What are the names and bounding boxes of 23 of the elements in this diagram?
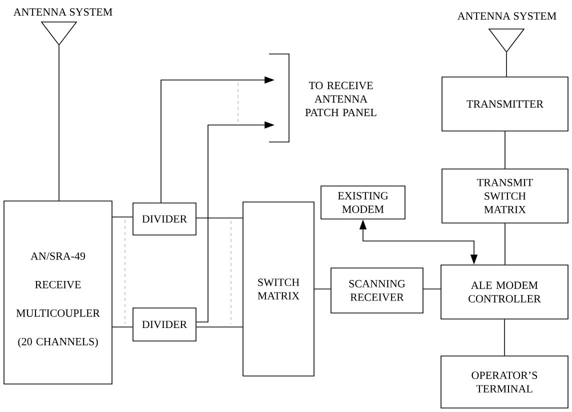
destination-label: TO RECEIVE ANTENNA PATCH PANEL bbox=[305, 82, 376, 116]
block-box: TRANSMIT SWITCH MATRIX bbox=[442, 168, 568, 224]
block-box: TRANSMITTER bbox=[442, 76, 568, 132]
block-box: ALE MODEM CONTROLLER bbox=[440, 264, 568, 320]
block-box: AN/SRA-49 RECEIVE MULTICOUPLER (20 CHANNELS) bbox=[4, 200, 112, 384]
block-box: DIVIDER bbox=[132, 308, 196, 342]
connector-line bbox=[314, 288, 331, 290]
connector-line bbox=[506, 52, 507, 77]
connector-line bbox=[112, 216, 133, 218]
block-box: SCANNING RECEIVER bbox=[330, 268, 424, 314]
connector-line bbox=[423, 288, 441, 290]
block-box: DIVIDER bbox=[132, 202, 196, 236]
block-box: OPERATOR’S TERMINAL bbox=[440, 356, 568, 408]
block-box: EXISTING MODEM bbox=[320, 186, 406, 220]
block-box: SWITCH MATRIX bbox=[242, 202, 314, 376]
connector-line bbox=[504, 131, 506, 169]
connector-line bbox=[58, 45, 60, 201]
antenna-label: ANTENNA SYSTEM bbox=[457, 12, 556, 20]
connector-line bbox=[112, 326, 133, 328]
connector-line bbox=[196, 326, 243, 328]
connector-line bbox=[504, 319, 505, 356]
antenna-label: ANTENNA SYSTEM bbox=[13, 8, 112, 16]
connector-line bbox=[504, 223, 506, 265]
